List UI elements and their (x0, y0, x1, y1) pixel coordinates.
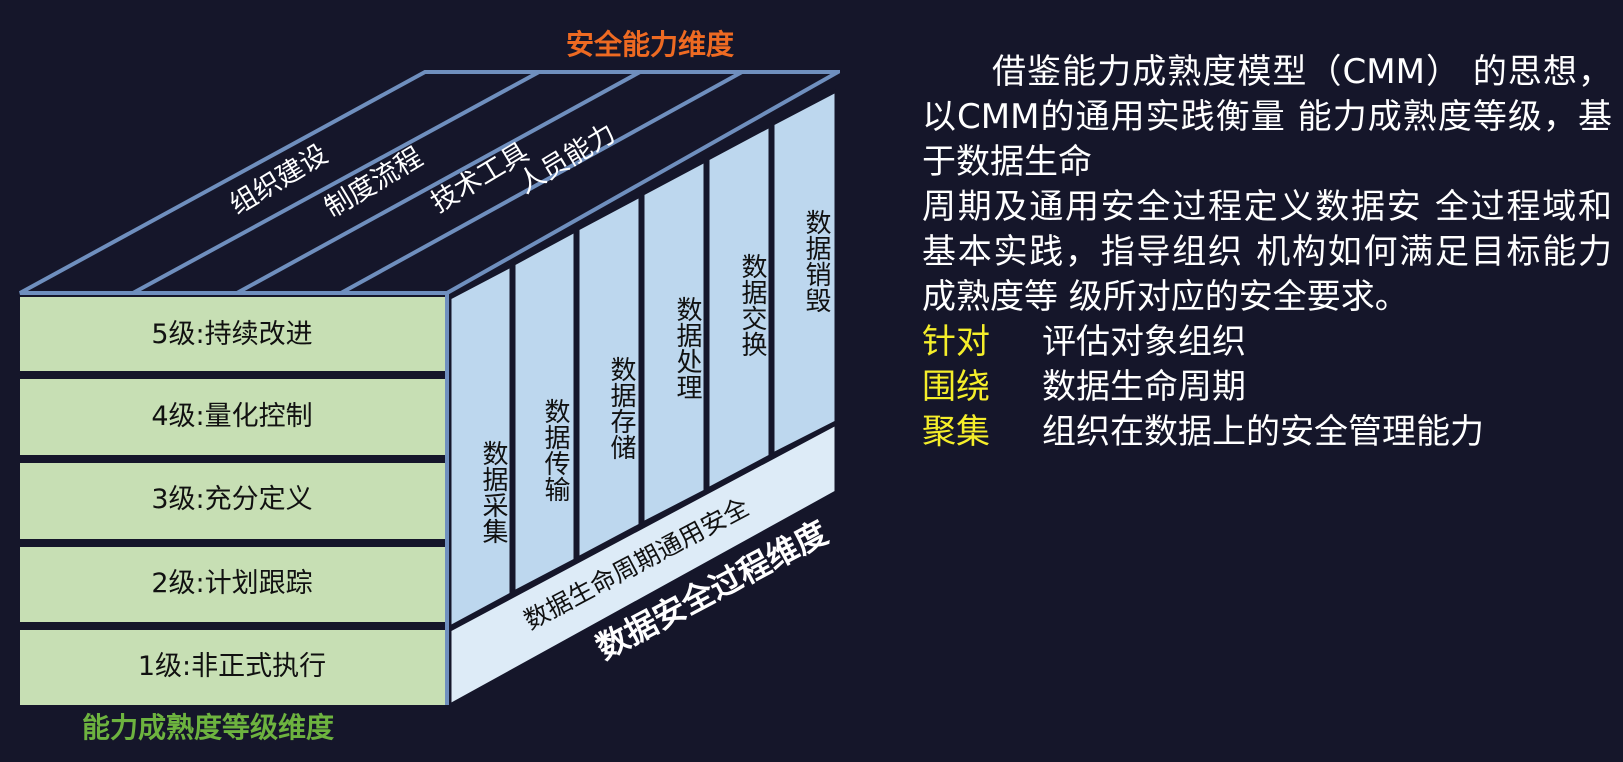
key-point: 针对 评估对象组织 (922, 320, 1612, 365)
level-label: 1级:非正式执行 (138, 651, 326, 682)
description-paragraph-2: 周期及通用安全过程定义数据安 全过程域和基本实践，指导组织 机构如何满足目标能力… (922, 187, 1612, 317)
stage-label: 数据交换 (737, 253, 767, 357)
stage-panel-data-exchange (706, 123, 772, 492)
key-point-text: 组织在数据上的安全管理能力 (1042, 412, 1484, 452)
level-label: 4级:量化控制 (151, 401, 312, 432)
level-row-1 (20, 630, 445, 705)
key-point: 围绕 数据生命周期 (922, 365, 1612, 410)
stage-label: 数据采集 (478, 440, 508, 544)
key-point-keyword: 聚集 (922, 412, 990, 452)
top-divider (340, 70, 743, 295)
level-row-2 (20, 547, 445, 622)
description-paragraph-1: 借鉴能力成熟度模型（CMM） 的思想，以CMM的通用实践衡量 能力成熟度等级，基… (922, 52, 1612, 182)
level-row-4 (20, 379, 445, 455)
stage-label: 数据传输 (540, 398, 570, 502)
level-row-3 (20, 463, 445, 539)
stage-panel-data-storage (576, 193, 642, 561)
level-row-5 (20, 297, 445, 371)
top-divider (132, 70, 540, 295)
stage-label: 数据处理 (672, 296, 702, 400)
stage-label: 数据存储 (606, 356, 636, 460)
stage-panel-data-collection (448, 263, 513, 630)
top-divider (236, 70, 641, 295)
stage-label: 数据销毁 (801, 209, 831, 313)
stage-panel-data-destruction (771, 88, 838, 457)
maturity-dimension-title: 能力成熟度等级维度 (82, 711, 334, 744)
three-dimension-model-diagram: 组织建设 制度流程 技术工具 人员能力 数据采集 数据传输 数据存储 数据处理 … (19, 28, 840, 744)
key-point-keyword: 围绕 (922, 367, 990, 407)
level-label: 3级:充分定义 (151, 484, 312, 515)
stage-panel-data-transfer (512, 228, 577, 595)
key-point-keyword: 针对 (922, 322, 990, 362)
common-security-band (448, 421, 838, 708)
key-point: 聚集 组织在数据上的安全管理能力 (922, 410, 1612, 455)
stage-panel-data-processing (641, 158, 707, 526)
key-point-text: 数据生命周期 (1042, 367, 1246, 407)
top-face (19, 70, 840, 295)
capability-dimension-title: 安全能力维度 (566, 28, 734, 61)
description-panel: 借鉴能力成熟度模型（CMM） 的思想，以CMM的通用实践衡量 能力成熟度等级，基… (922, 50, 1612, 455)
key-point-text: 评估对象组织 (1042, 322, 1246, 362)
level-label: 5级:持续改进 (151, 319, 312, 350)
level-label: 2级:计划跟踪 (151, 568, 312, 599)
